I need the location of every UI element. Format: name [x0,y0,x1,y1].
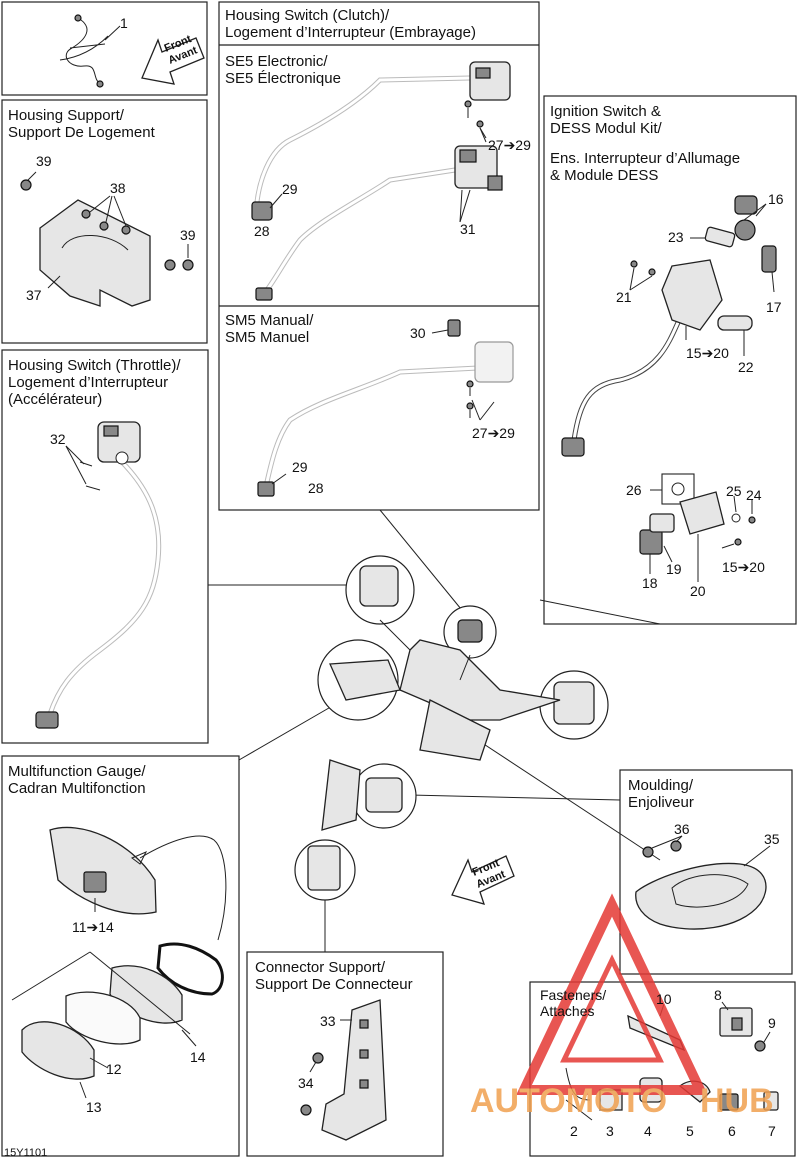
connector-box [246,951,444,1157]
ignition-switch-kit [561,195,777,457]
connector-title-2: Support De Connecteur [255,976,413,993]
clutch-title: Housing Switch (Clutch)/ [225,7,390,24]
clutch-box [218,1,540,511]
callout-13: 13 [86,1099,102,1115]
leader-lines [208,509,661,952]
watermark-text: AUTOMOTO [470,1082,667,1120]
dess-module [639,473,756,582]
sm5-subtitle: SM5 Manuel [225,329,309,346]
housing-support-title: Housing Support/ [8,107,125,124]
callout-22: 22 [738,359,754,375]
sm5-title: SM5 Manual/ [225,312,314,329]
moulding-title-2: Enjoliveur [628,794,694,811]
gauge-box [1,755,240,1157]
watermark-logo: AUTOMOTO HUB [470,893,774,1120]
callout-4: 4 [644,1123,652,1139]
moulding [635,835,771,930]
connector-support [300,999,387,1141]
callout-30: 30 [410,325,426,341]
ignition-title-4: & Module DESS [550,167,658,184]
callout-7: 7 [768,1123,776,1139]
callout-39b: 39 [180,227,196,243]
callout-33: 33 [320,1013,336,1029]
fasteners-title-1: Fasteners/ [540,987,606,1003]
callout-29-se5: 29 [282,181,298,197]
callout-29-sm5: 29 [292,459,308,475]
housing-support-bracket [20,171,194,307]
callout-9: 9 [768,1015,776,1031]
multifunction-gauge [11,826,227,1099]
callout-31: 31 [460,221,476,237]
fasteners-title-2: Attaches [540,1003,594,1019]
callout-32: 32 [50,431,66,447]
callout-11-14: 11➔14 [72,919,114,935]
callout-17: 17 [766,299,782,315]
se5-title: SE5 Electronic/ [225,53,328,70]
watermark-text-right: HUB [700,1082,774,1120]
callout-19: 19 [666,561,682,577]
callout-14: 14 [190,1049,206,1065]
callout-34: 34 [298,1075,314,1091]
clutch-subtitle: Logement d’Interrupteur (Embrayage) [225,24,476,41]
callout-18: 18 [642,575,658,591]
callout-28-se5: 28 [254,223,270,239]
callout-25: 25 [726,483,742,499]
gauge-title-2: Cadran Multifonction [8,780,146,797]
ignition-title-2: DESS Modul Kit/ [550,120,663,137]
callout-27-29-sm5: 27➔29 [472,425,515,441]
callout-3: 3 [606,1123,614,1139]
callout-1: 1 [120,15,128,31]
central-assembly [294,555,609,901]
callout-15-20a: 15➔20 [686,345,729,361]
throttle-title-3: (Accélérateur) [8,391,102,408]
throttle-housing-switch [35,421,162,729]
callout-12: 12 [106,1061,122,1077]
callout-21: 21 [616,289,632,305]
callout-15-20b: 15➔20 [722,559,765,575]
gauge-title-1: Multifunction Gauge/ [8,763,146,780]
callout-39a: 39 [36,153,52,169]
callout-10: 10 [656,991,672,1007]
front-arrow-mid [451,855,515,905]
callout-6: 6 [728,1123,736,1139]
clutch-se5-switch [251,61,511,301]
callout-24: 24 [746,487,762,503]
se5-subtitle: SE5 Électronique [225,70,341,87]
callout-37: 37 [26,287,42,303]
connector-title-1: Connector Support/ [255,959,386,976]
callout-27-29-se5: 27➔29 [488,137,531,153]
harness-box [1,1,208,96]
callout-2: 2 [570,1123,578,1139]
callout-16: 16 [768,191,784,207]
callout-20: 20 [690,583,706,599]
throttle-box [1,349,209,744]
clutch-sm5-switch [257,319,514,497]
housing-support-subtitle: Support De Logement [8,124,156,141]
ignition-box [543,95,797,625]
callout-23: 23 [668,229,684,245]
callout-35: 35 [764,831,780,847]
diagram-code: 15Y1101 [4,1147,47,1159]
moulding-title-1: Moulding/ [628,777,694,794]
housing-support-box [1,99,208,344]
moulding-box [619,769,793,975]
wiring-harness [59,14,121,88]
callout-26: 26 [626,482,642,498]
callout-5: 5 [686,1123,694,1139]
callout-28-sm5: 28 [308,480,324,496]
callout-8: 8 [714,987,722,1003]
ignition-title-1: Ignition Switch & [550,103,661,120]
throttle-title-1: Housing Switch (Throttle)/ [8,357,181,374]
ignition-title-3: Ens. Interrupteur d’Allumage [550,150,740,167]
callout-38: 38 [110,180,126,196]
front-arrow-top [141,37,205,85]
throttle-title-2: Logement d’Interrupteur [8,374,168,391]
callout-36: 36 [674,821,690,837]
